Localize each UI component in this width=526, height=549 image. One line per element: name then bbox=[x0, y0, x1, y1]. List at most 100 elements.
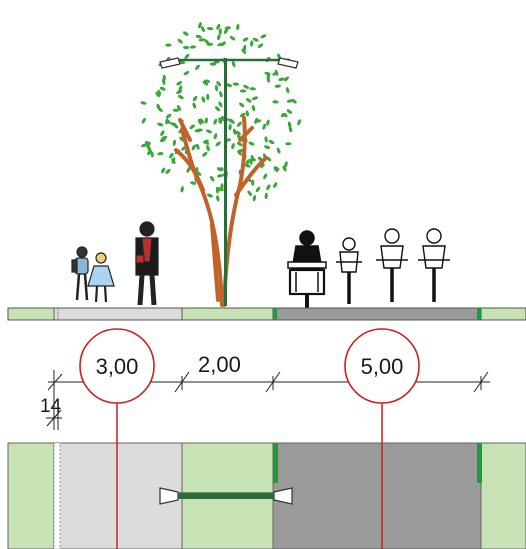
leaf bbox=[192, 95, 198, 102]
leaf bbox=[176, 90, 183, 94]
leaf bbox=[199, 118, 205, 124]
leaf bbox=[264, 136, 268, 143]
leaf bbox=[205, 129, 213, 134]
leaf bbox=[198, 38, 205, 42]
tick-4 bbox=[473, 371, 489, 393]
leaf bbox=[291, 98, 297, 104]
leaf bbox=[206, 193, 213, 198]
leaf bbox=[239, 112, 246, 118]
leaf bbox=[254, 119, 262, 123]
elevation-sidewalk bbox=[53, 307, 183, 321]
street-lamp bbox=[159, 57, 299, 306]
leaf bbox=[251, 179, 255, 186]
leaf bbox=[206, 42, 214, 46]
elevation-strip bbox=[7, 307, 526, 321]
leaf bbox=[165, 43, 172, 47]
leaf bbox=[206, 145, 210, 152]
leaf bbox=[213, 118, 218, 125]
leaf bbox=[235, 130, 241, 136]
leaf bbox=[263, 173, 268, 180]
leaf bbox=[239, 89, 247, 93]
leaf bbox=[206, 26, 214, 31]
leaf bbox=[214, 85, 219, 92]
leaf bbox=[195, 34, 202, 39]
leaf bbox=[157, 152, 164, 156]
leaf bbox=[172, 139, 177, 146]
leaf bbox=[172, 108, 179, 112]
dimension-label-bike-lane: 5,00 bbox=[361, 354, 404, 379]
leaf bbox=[196, 128, 203, 132]
leaf bbox=[157, 122, 164, 127]
leaf bbox=[242, 37, 249, 42]
leaf bbox=[241, 48, 247, 54]
pedestrian-child-2 bbox=[87, 252, 115, 303]
leaf bbox=[177, 38, 183, 44]
leaf bbox=[176, 81, 183, 86]
leaf bbox=[251, 104, 256, 112]
leaf bbox=[216, 174, 224, 178]
dimension-label-green-strip: 2,00 bbox=[198, 352, 241, 377]
leaf bbox=[274, 84, 281, 88]
leaf bbox=[251, 96, 259, 101]
leaf bbox=[244, 163, 251, 168]
leaf bbox=[273, 182, 278, 188]
leaf bbox=[141, 117, 146, 124]
leaf bbox=[255, 186, 261, 193]
leaf bbox=[168, 152, 174, 159]
leaf bbox=[257, 43, 264, 48]
cyclist-3 bbox=[418, 228, 450, 302]
marker-circle-bike-lane bbox=[344, 328, 420, 404]
leaf bbox=[266, 119, 270, 126]
leaf bbox=[161, 135, 168, 140]
pedestrian-child-1 bbox=[71, 246, 89, 301]
leaf bbox=[189, 124, 195, 130]
leaf bbox=[165, 168, 171, 174]
tick-2 bbox=[174, 371, 190, 393]
leaf bbox=[197, 118, 202, 125]
tick-3 bbox=[265, 371, 281, 393]
cyclist-1 bbox=[336, 237, 362, 304]
plan-green-left bbox=[7, 442, 55, 549]
elevation-green-left bbox=[7, 307, 55, 321]
leaf bbox=[231, 61, 236, 68]
lamp-pole-plan bbox=[159, 487, 293, 505]
leaf bbox=[247, 190, 253, 196]
tree-trunk bbox=[174, 116, 268, 307]
leaf bbox=[266, 73, 271, 80]
marker-circle-sidewalk bbox=[79, 328, 155, 404]
leaf bbox=[281, 113, 288, 118]
leaf bbox=[228, 123, 232, 131]
leaf bbox=[252, 195, 257, 202]
leaf bbox=[182, 31, 189, 36]
leaf bbox=[248, 141, 255, 146]
leaf bbox=[238, 102, 245, 108]
leaf bbox=[273, 166, 279, 173]
leaf bbox=[274, 69, 279, 76]
leaf bbox=[272, 100, 279, 104]
leaf bbox=[236, 121, 242, 127]
leaf bbox=[250, 40, 254, 47]
leaf bbox=[232, 82, 240, 86]
leaf bbox=[140, 101, 147, 105]
leaf bbox=[216, 23, 221, 30]
leaf bbox=[216, 195, 220, 202]
leaf bbox=[195, 64, 200, 70]
tree-canopy bbox=[140, 22, 302, 202]
leaf bbox=[285, 142, 292, 146]
marker-sidewalk bbox=[79, 328, 155, 549]
lane-marking-left bbox=[273, 443, 278, 483]
leaf bbox=[260, 34, 267, 39]
leaf bbox=[186, 166, 191, 173]
leaf bbox=[245, 110, 249, 117]
leaf bbox=[229, 35, 236, 41]
leaf bbox=[195, 143, 200, 150]
leaf bbox=[171, 157, 176, 164]
leaf bbox=[202, 151, 208, 157]
leaf bbox=[217, 187, 224, 192]
leaf bbox=[182, 45, 190, 50]
leaf bbox=[213, 133, 218, 140]
leaf bbox=[180, 186, 184, 193]
leaf bbox=[204, 117, 208, 124]
leaf bbox=[231, 142, 235, 150]
